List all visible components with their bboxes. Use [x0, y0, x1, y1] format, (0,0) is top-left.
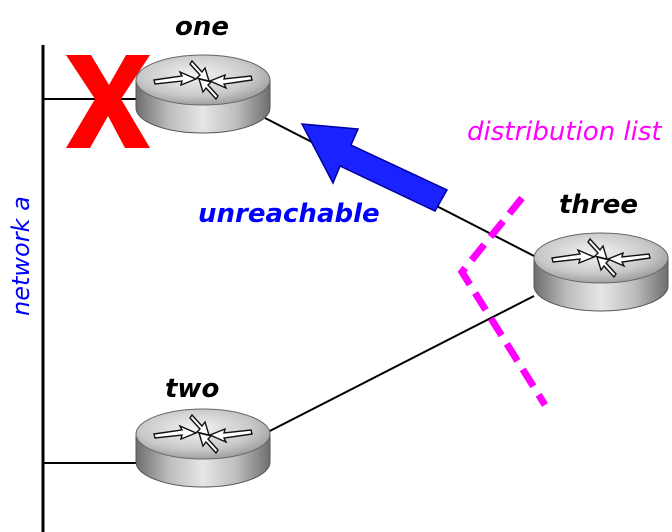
distribution-list-label: distribution list [467, 117, 662, 147]
router-two-label: two [165, 374, 219, 404]
unreachable-label: unreachable [198, 199, 380, 229]
distribution-list-boundary [457, 195, 548, 407]
router-two-icon [135, 408, 271, 488]
unreachable-arrow-icon [300, 123, 449, 212]
router-three-icon [533, 232, 669, 312]
network-a-label: network a [7, 196, 35, 316]
router-three-label: three [559, 190, 638, 220]
link-two-three [259, 295, 535, 437]
x-mark-icon [66, 55, 150, 148]
router-one-icon [135, 54, 271, 134]
router-one-label: one [175, 12, 229, 42]
